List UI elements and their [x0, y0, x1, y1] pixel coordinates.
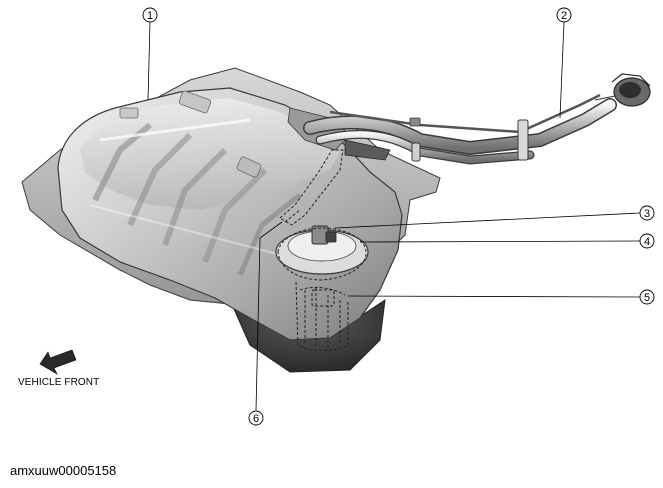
svg-text:2: 2	[561, 10, 567, 22]
hidden-component-outlines	[277, 149, 367, 351]
fuel-tank-body	[57, 87, 403, 341]
callout-4: 4	[639, 233, 655, 249]
fuel-pump-unit	[275, 225, 369, 275]
callout-2: 2	[556, 7, 572, 23]
fuel-filler-pipe	[303, 93, 617, 165]
vehicle-front-arrow-icon	[39, 349, 77, 375]
callout-6: 6	[248, 410, 264, 426]
callout-3: 3	[639, 205, 655, 221]
filler-neck	[594, 73, 651, 107]
callout-5: 5	[639, 289, 655, 305]
svg-text:5: 5	[644, 292, 650, 304]
svg-text:4: 4	[644, 236, 650, 248]
leader-lines	[147, 21, 641, 411]
svg-text:1: 1	[147, 10, 153, 22]
svg-text:6: 6	[253, 413, 259, 425]
callout-1: 1	[142, 7, 158, 23]
svg-text:3: 3	[644, 208, 650, 220]
vehicle-front-label: VEHICLE FRONT	[18, 377, 100, 388]
figure-id: amxuuw00005158	[10, 463, 117, 478]
